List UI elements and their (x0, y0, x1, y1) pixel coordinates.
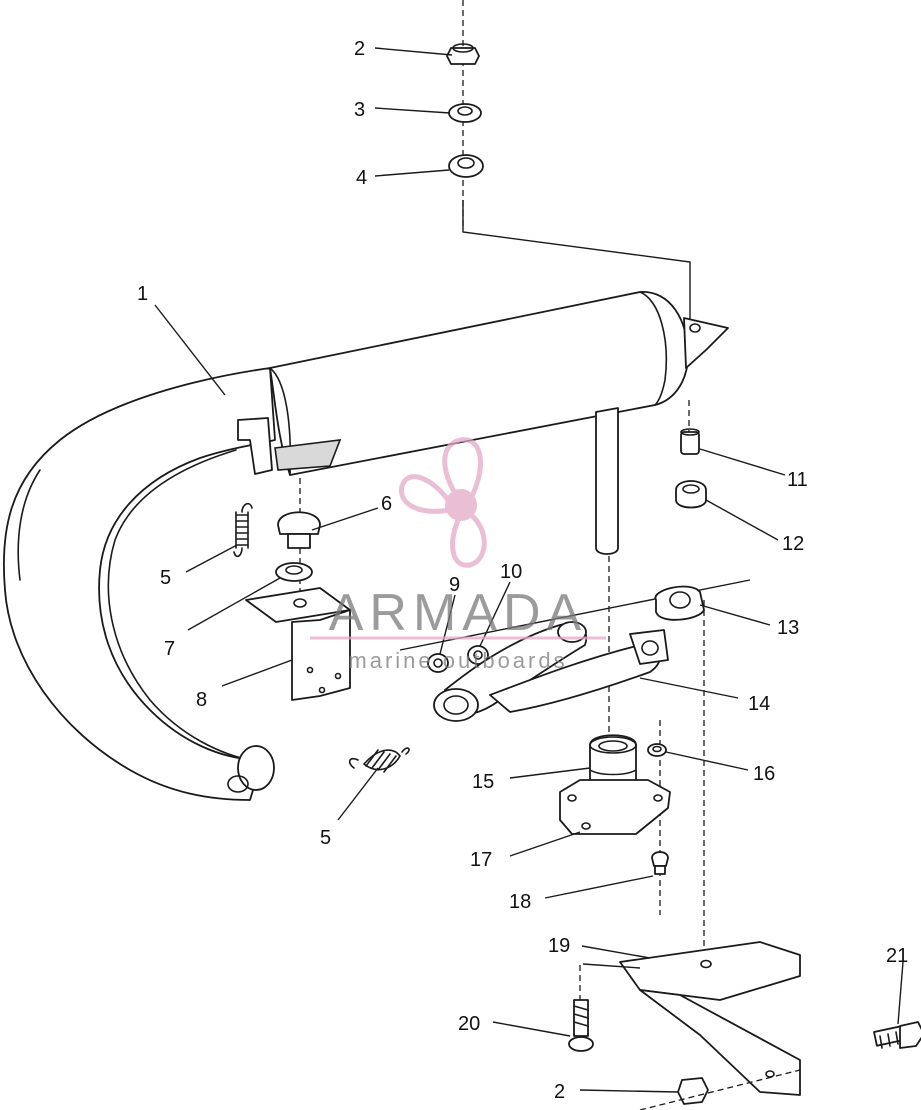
bolt-21 (873, 1021, 921, 1049)
callout-16: 16 (753, 763, 775, 785)
callout-8: 8 (196, 689, 207, 711)
callout-20: 20 (458, 1013, 480, 1035)
callout-15: 15 (472, 771, 494, 793)
callout-17: 17 (470, 849, 492, 871)
screw-20 (568, 999, 594, 1052)
spacer-11 (680, 428, 700, 455)
callout-7: 7 (164, 638, 175, 660)
callout-18: 18 (509, 891, 531, 913)
callout-2-bottom: 2 (554, 1081, 565, 1103)
spring-lower (348, 747, 410, 773)
nut-9 (427, 653, 449, 673)
washer-16 (647, 743, 667, 757)
leader-lines (154, 47, 904, 1093)
screw-18 (651, 851, 669, 875)
watermark-logo: ARMADA marine outboards (310, 437, 606, 673)
callout-2-top: 2 (354, 38, 365, 60)
watermark-tagline: marine outboards (348, 648, 567, 673)
callout-5-upper: 5 (160, 567, 171, 589)
callout-11: 11 (787, 469, 808, 491)
plug-6 (277, 511, 321, 549)
callout-9: 9 (449, 574, 460, 596)
callout-13: 13 (777, 617, 799, 639)
nut-10 (467, 645, 489, 665)
callout-5-lower: 5 (320, 827, 331, 849)
gasket-13 (654, 585, 705, 621)
callout-labels: 1 2 3 4 5 6 7 8 9 10 11 12 13 14 5 15 16… (137, 38, 908, 1103)
propeller-icon (399, 437, 487, 568)
washer-4 (448, 154, 484, 178)
nut-top (446, 43, 480, 65)
callout-1: 1 (137, 283, 148, 305)
muffler-pipe (2, 291, 729, 801)
callout-6: 6 (381, 493, 392, 515)
plate-17 (559, 779, 671, 835)
spring-upper (233, 502, 253, 558)
bracket-8 (245, 587, 351, 701)
callout-12: 12 (782, 533, 804, 555)
washer-7 (275, 562, 313, 582)
callout-21: 21 (886, 945, 908, 967)
bracket-19 (619, 941, 801, 1096)
washer-3 (448, 103, 482, 123)
callout-19: 19 (548, 935, 570, 957)
watermark-brand: ARMADA (329, 584, 587, 642)
callout-10: 10 (500, 561, 522, 583)
grommet-12 (675, 480, 707, 509)
callout-4: 4 (356, 167, 367, 189)
callout-3: 3 (354, 99, 365, 121)
top-stack (446, 0, 691, 330)
callout-14: 14 (748, 693, 770, 715)
